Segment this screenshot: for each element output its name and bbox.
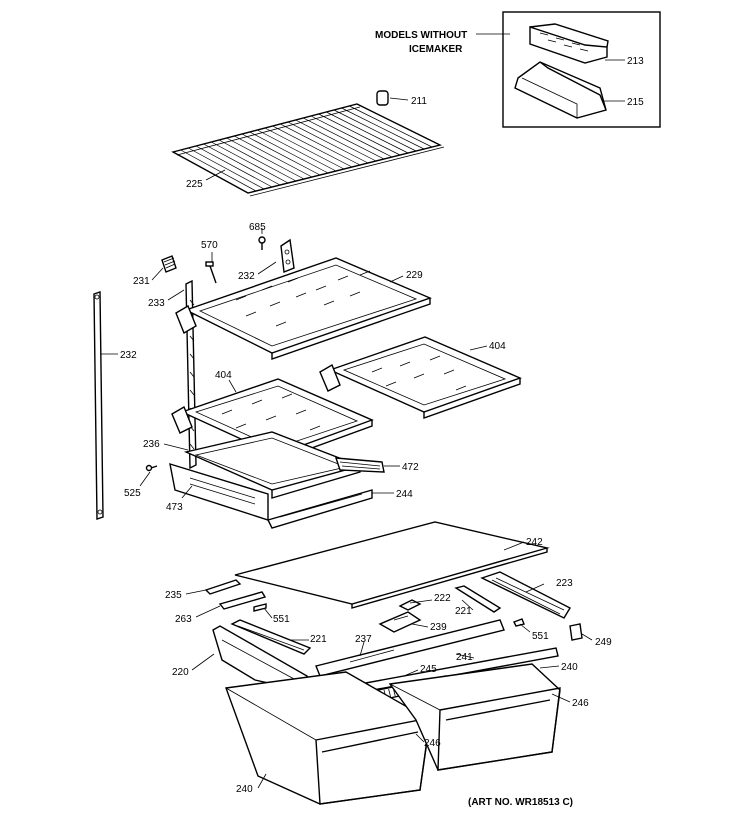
ice-bucket-part [514,61,607,119]
callout-249: 249 [595,637,612,648]
ice-tray-part [529,23,609,64]
crisper-drawer-right [388,663,561,771]
callout-232-side: 232 [120,350,137,361]
callout-240-right: 240 [561,662,578,673]
shelf-clip-part [376,90,409,106]
screw-570-part [205,261,217,284]
callout-211: 211 [411,96,427,107]
callout-229: 229 [406,270,423,281]
callout-525: 525 [124,488,141,499]
callout-246-right: 246 [572,698,589,709]
glass-shelf-404-left [171,378,374,463]
callout-237: 237 [355,634,372,645]
callout-231: 231 [133,276,150,287]
callout-244: 244 [396,489,413,500]
callout-222: 222 [434,593,451,604]
callout-246-left: 246 [424,738,441,749]
callout-473: 473 [166,502,183,513]
callout-551-left: 551 [273,614,290,625]
wire-shelf-part [171,103,445,197]
callout-241: 241 [456,652,473,663]
callout-551-right: 551 [532,631,549,642]
callout-220: 220 [172,667,189,678]
screw-685-part [258,236,266,250]
callout-240-left: 240 [236,784,253,795]
callout-223: 223 [556,578,573,589]
inset-caption-line1: MODELS WITHOUT [375,30,467,41]
callout-215: 215 [627,97,644,108]
callout-235: 235 [165,590,182,601]
callout-404-right: 404 [489,341,506,352]
inset-box: MODELS WITHOUT ICEMAKER [375,11,661,128]
leader-lines [101,169,593,789]
callout-221-left: 221 [310,634,327,645]
callout-225: 225 [186,179,203,190]
callout-213: 213 [627,56,644,67]
callout-221-right: 221 [455,606,472,617]
callout-263: 263 [175,614,192,625]
callout-404-left: 404 [215,370,232,381]
callout-685: 685 [249,222,266,233]
callout-232-center: 232 [238,271,255,282]
callout-239: 239 [430,622,447,633]
art-number: (ART NO. WR18513 C) [468,797,573,808]
ladder-cap-part [161,255,177,273]
undershelf-drawer-assembly [145,431,385,529]
crisper-drawer-left [225,671,431,805]
shelf-ladder-center [280,238,295,273]
side-rail-232 [93,291,104,520]
glass-shelf-229 [175,257,432,360]
callout-242: 242 [526,537,543,548]
callout-245: 245 [420,664,437,675]
crisper-cover-glass [234,521,550,609]
callout-236: 236 [143,439,160,450]
glass-shelf-404-right [319,336,522,419]
callout-labels: 211 213 215 225 685 570 231 232 229 233 … [120,56,644,795]
inset-caption-line2: ICEMAKER [409,44,463,55]
callout-472: 472 [402,462,419,473]
callout-570: 570 [201,240,218,251]
callout-233: 233 [148,298,165,309]
